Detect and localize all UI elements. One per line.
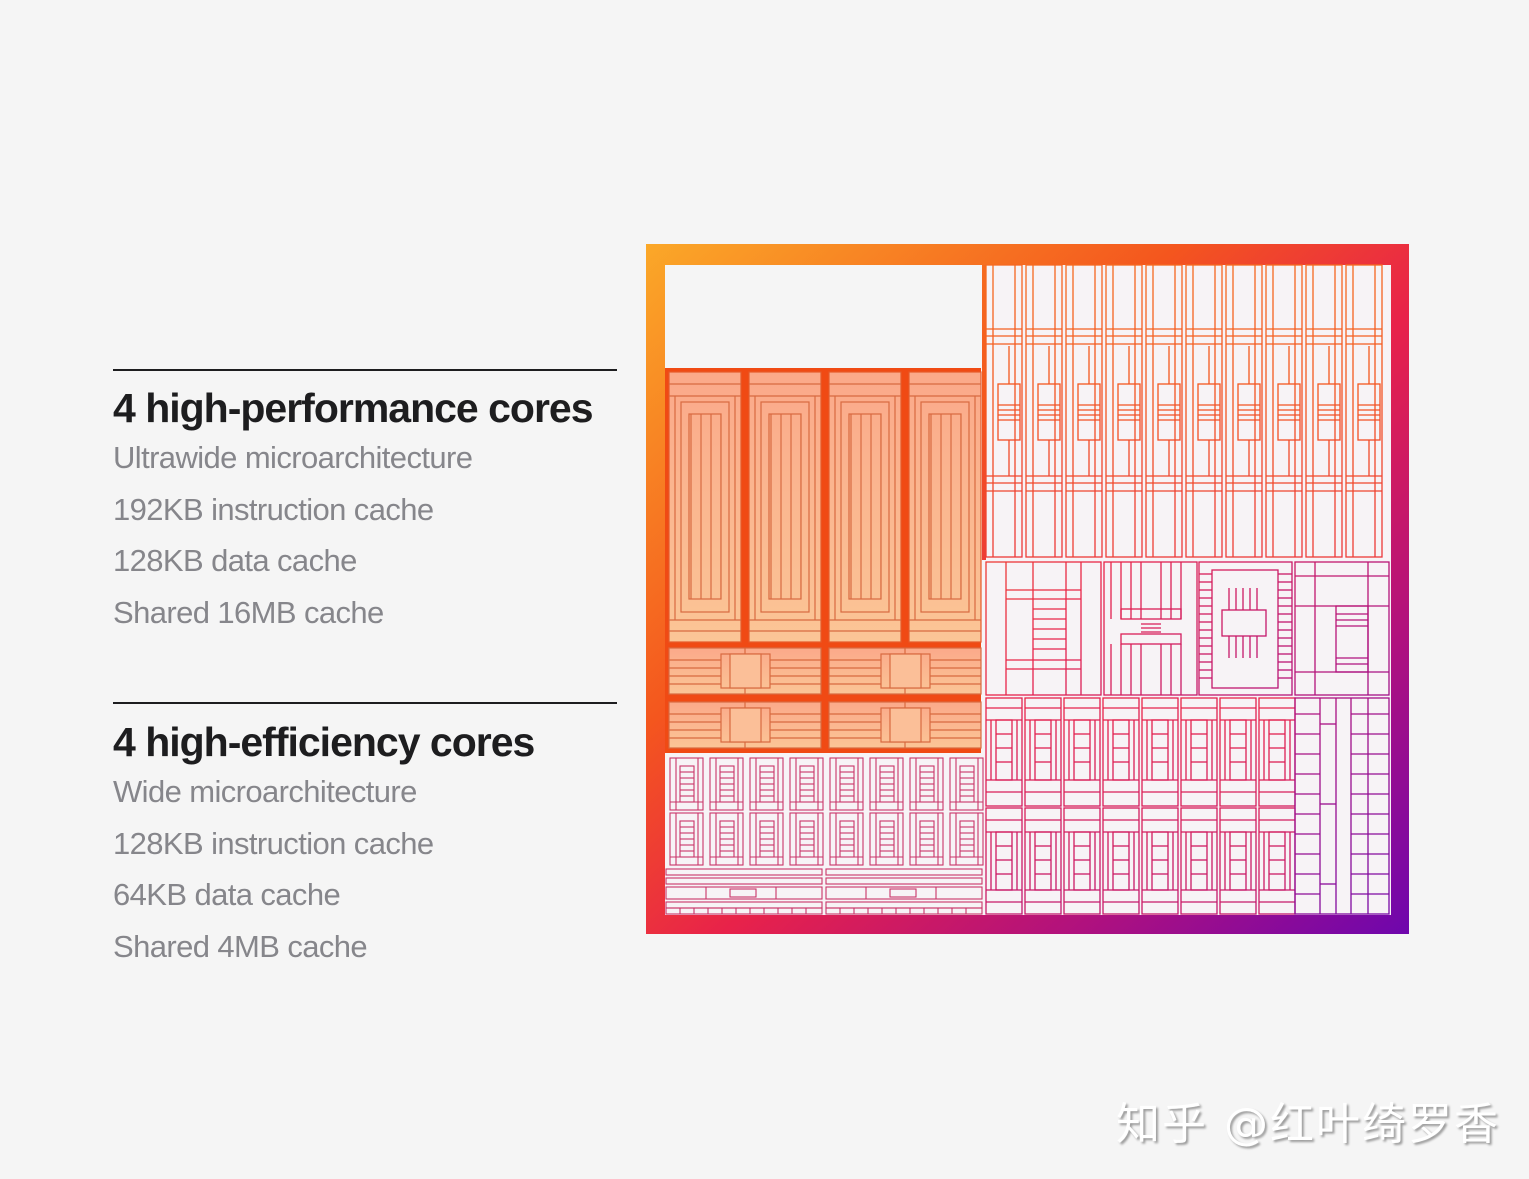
performance-cores-spec: 4 high-performance cores Ultrawide micro…: [113, 369, 617, 638]
neural-engine-and-media: [985, 561, 1390, 696]
divider: [113, 369, 617, 371]
gpu-cores: [982, 264, 1383, 560]
efficiency-cores-spec: 4 high-efficiency cores Wide microarchit…: [113, 702, 617, 972]
spec-line: 64KB data cache: [113, 877, 341, 912]
chip-die-diagram: [646, 244, 1409, 934]
io-and-memory-blocks: [985, 697, 1390, 915]
spec-line: Wide microarchitecture: [113, 774, 417, 809]
spec-line: 128KB instruction cache: [113, 825, 434, 861]
efficiency-cores: [665, 757, 984, 915]
divider: [113, 702, 617, 704]
spec-line: Ultrawide microarchitecture: [113, 440, 473, 475]
spec-line: 192KB instruction cache: [113, 491, 434, 527]
performance-cores: [665, 368, 982, 753]
spec-line: Shared 4MB cache: [113, 928, 368, 964]
spec-line: 128KB data cache: [113, 543, 357, 578]
spec-line: Shared 16MB cache: [113, 594, 384, 630]
efficiency-cores-title: 4 high-efficiency cores: [113, 719, 535, 765]
performance-cores-title: 4 high-performance cores: [113, 385, 594, 431]
watermark: 知乎 @红叶绮罗香: [1116, 1099, 1500, 1150]
